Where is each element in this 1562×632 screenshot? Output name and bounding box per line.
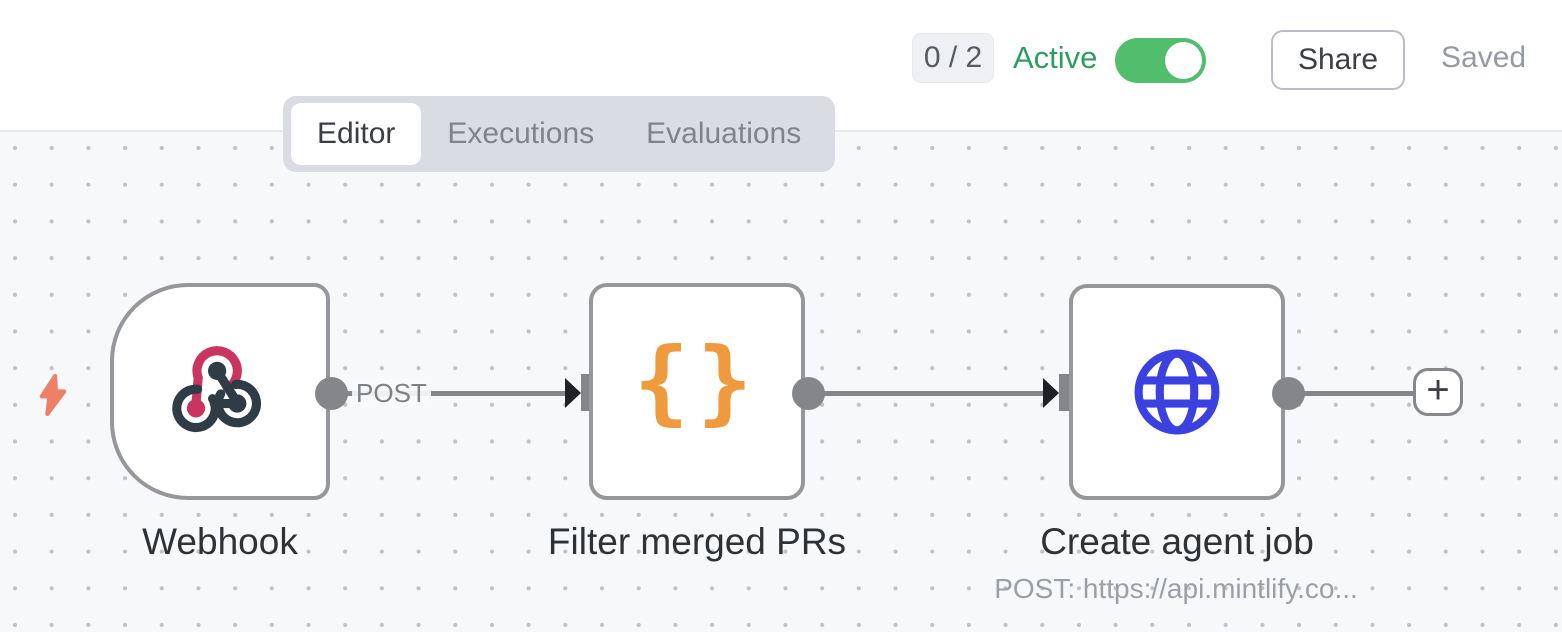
tab-evaluations[interactable]: Evaluations: [646, 117, 802, 150]
node-label-filter: Filter merged PRs: [547, 521, 847, 562]
node-filter-merged-prs[interactable]: [589, 283, 805, 500]
add-node-button[interactable]: +: [1413, 368, 1463, 416]
trigger-bolt-icon: [36, 374, 70, 416]
node-webhook[interactable]: [110, 283, 330, 500]
view-tabs: Editor Executions Evaluations: [283, 96, 836, 172]
connection-webhook-to-filter[interactable]: [331, 390, 565, 396]
connection-create-to-add[interactable]: [1288, 390, 1415, 396]
connection-label-post: POST: [352, 378, 431, 408]
active-label: Active: [1013, 40, 1098, 75]
node-label-create: Create agent job: [1040, 521, 1314, 562]
node-label-webhook: Webhook: [142, 521, 298, 562]
share-button[interactable]: Share: [1271, 30, 1405, 90]
connection-filter-to-create[interactable]: [808, 390, 1043, 396]
issues-badge[interactable]: 0 / 2: [912, 33, 994, 83]
tab-executions[interactable]: Executions: [447, 117, 595, 150]
arrowhead-icon: [565, 378, 581, 408]
toggle-knob: [1165, 42, 1202, 79]
tab-editor[interactable]: Editor: [291, 103, 422, 165]
active-toggle[interactable]: [1115, 38, 1206, 83]
saved-status: Saved: [1441, 41, 1527, 74]
node-subtitle-create: POST: https://api.mintlify.co...: [994, 573, 1358, 604]
node-create-agent-job[interactable]: [1069, 283, 1285, 500]
workflow-canvas[interactable]: Webhook POST {} Filter merged PRs: [0, 132, 1562, 632]
arrowhead-icon: [1043, 378, 1059, 408]
